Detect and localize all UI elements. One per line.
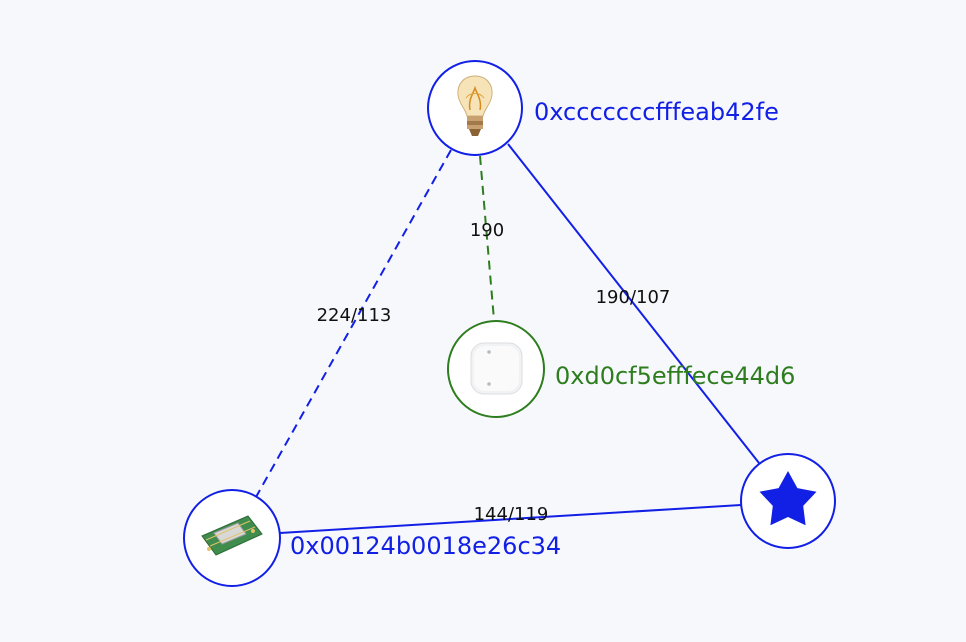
star-icon — [759, 471, 817, 526]
link-label-module-coordinator: 144/119 — [474, 504, 549, 525]
node-coordinator[interactable] — [740, 453, 836, 549]
link-label-bulb-button: 190 — [470, 220, 504, 241]
link-bulb-coordinator[interactable] — [507, 143, 760, 464]
node-label-module: 0x00124b0018e26c34 — [290, 532, 561, 560]
link-bulb-button[interactable] — [479, 155, 495, 321]
links — [255, 143, 760, 534]
node-label-button: 0xd0cf5efffece44d6 — [555, 362, 795, 390]
link-label-bulb-coordinator: 190/107 — [596, 287, 671, 308]
node-bulb[interactable]: 0xcccccccfffeab42fe — [427, 60, 779, 156]
node-label-bulb: 0xcccccccfffeab42fe — [534, 98, 779, 126]
link-label-bulb-module: 224/113 — [317, 305, 392, 326]
link-labels: 224/113 190 190/107 144/119 — [317, 220, 671, 525]
link-bulb-module[interactable] — [255, 149, 452, 498]
node-module[interactable]: 0x00124b0018e26c34 — [183, 489, 561, 587]
remote-button-icon — [470, 342, 523, 395]
link-module-coordinator[interactable] — [279, 504, 742, 534]
lightbulb-icon — [457, 75, 493, 136]
circuit-board-icon — [201, 515, 263, 556]
node-button[interactable]: 0xd0cf5efffece44d6 — [447, 320, 795, 418]
